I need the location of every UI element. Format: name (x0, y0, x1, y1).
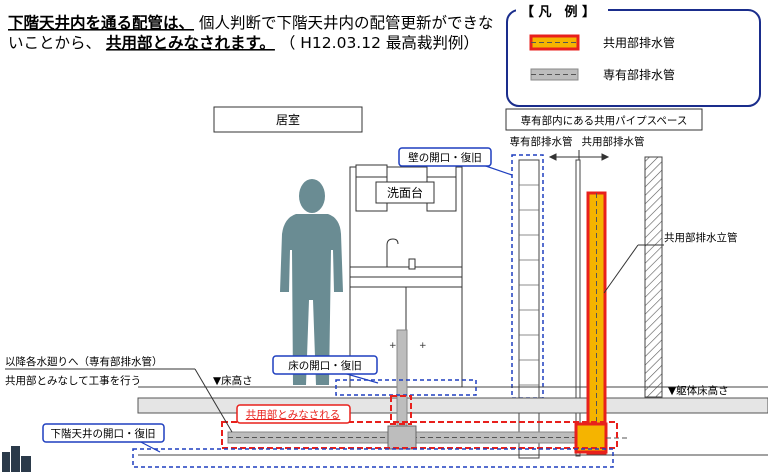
pipe-space-label: 専有部内にある共用パイプスペース (521, 114, 688, 127)
pipe-space-wall-left (518, 159, 540, 459)
floor-slab (137, 397, 768, 414)
legend-private-label: 専有部排水管 (603, 67, 675, 82)
pipe-space-wall-right (644, 156, 663, 398)
private-pipe-top-label: 専有部排水管 (510, 135, 573, 148)
headline-plain-1: 個人判断で下階天井内の配管更新ができな (199, 14, 494, 32)
headline-bold-2: 共用部とみなされます。 (106, 33, 275, 52)
floor-opening-label: 床の開口・復旧 (288, 359, 362, 372)
legend-title: 【 凡 例 】 (521, 4, 595, 20)
pipe-space-label-box (505, 108, 703, 131)
private-vertical-pipe (396, 329, 408, 433)
ceiling-opening-callout (42, 423, 165, 443)
wall-opening-callout (398, 147, 492, 167)
common-riser-label: 共用部排水立管 (664, 231, 738, 244)
structural-floor-label: ▼躯体床高さ (668, 384, 729, 397)
wall-opening-label: 壁の開口・復旧 (408, 151, 482, 164)
legend-common-swatch (529, 34, 580, 51)
headline-line-1: 下階天井内を通る配管は、 個人判断で下階天井内の配管更新ができな (8, 13, 493, 32)
headline-plain-2: いことから、 (8, 34, 101, 52)
person-silhouette (280, 179, 343, 385)
floor-opening-callout (272, 355, 378, 375)
cabinet-knobs: + + (389, 341, 427, 351)
headline-bold-1: 下階天井内を通る配管は、 (8, 13, 194, 32)
vanity-label: 洗面台 (387, 185, 423, 200)
svg-text:+: + (419, 341, 427, 351)
floor-level-label: ▼床高さ (213, 374, 253, 387)
pipe-tee-fitting (387, 425, 417, 450)
considered-common-region (221, 421, 618, 449)
building-icon (2, 446, 31, 472)
common-riser-pipe (586, 191, 607, 455)
room-label-box (213, 106, 363, 133)
svg-text:+: + (389, 341, 397, 351)
common-riser-leader-diag (603, 244, 639, 294)
legend-common-label: 共用部排水管 (603, 35, 675, 50)
downstream-note: 以降各水廻りへ（専有部排水管） (5, 355, 163, 368)
treated-as-common-note: 共用部とみなして工事を行う (5, 374, 141, 387)
legend-private-swatch (530, 68, 579, 81)
pipe-space-width-arrow (548, 150, 610, 164)
legend: 【 凡 例 】 共用部排水管 専有部排水管 (506, 3, 761, 107)
room-label: 居室 (276, 112, 300, 127)
pipe-space-inner-line (575, 159, 581, 457)
common-pipe-top-label: 共用部排水管 (582, 135, 645, 148)
headline-ruling: （ H12.03.12 最高裁判例） (280, 34, 479, 52)
considered-common-vertical (390, 395, 412, 425)
note-leader-diagonal (194, 368, 233, 433)
ceiling-opening-region (132, 448, 614, 468)
considered-common-callout (236, 404, 351, 424)
ceiling-opening-label: 下階天井の開口・復旧 (51, 427, 156, 440)
considered-common-label: 共用部とみなされる (246, 408, 341, 421)
headline-line-2: いことから、 共用部とみなされます。 （ H12.03.12 最高裁判例） (8, 33, 479, 52)
vanity-label-box (375, 181, 435, 204)
